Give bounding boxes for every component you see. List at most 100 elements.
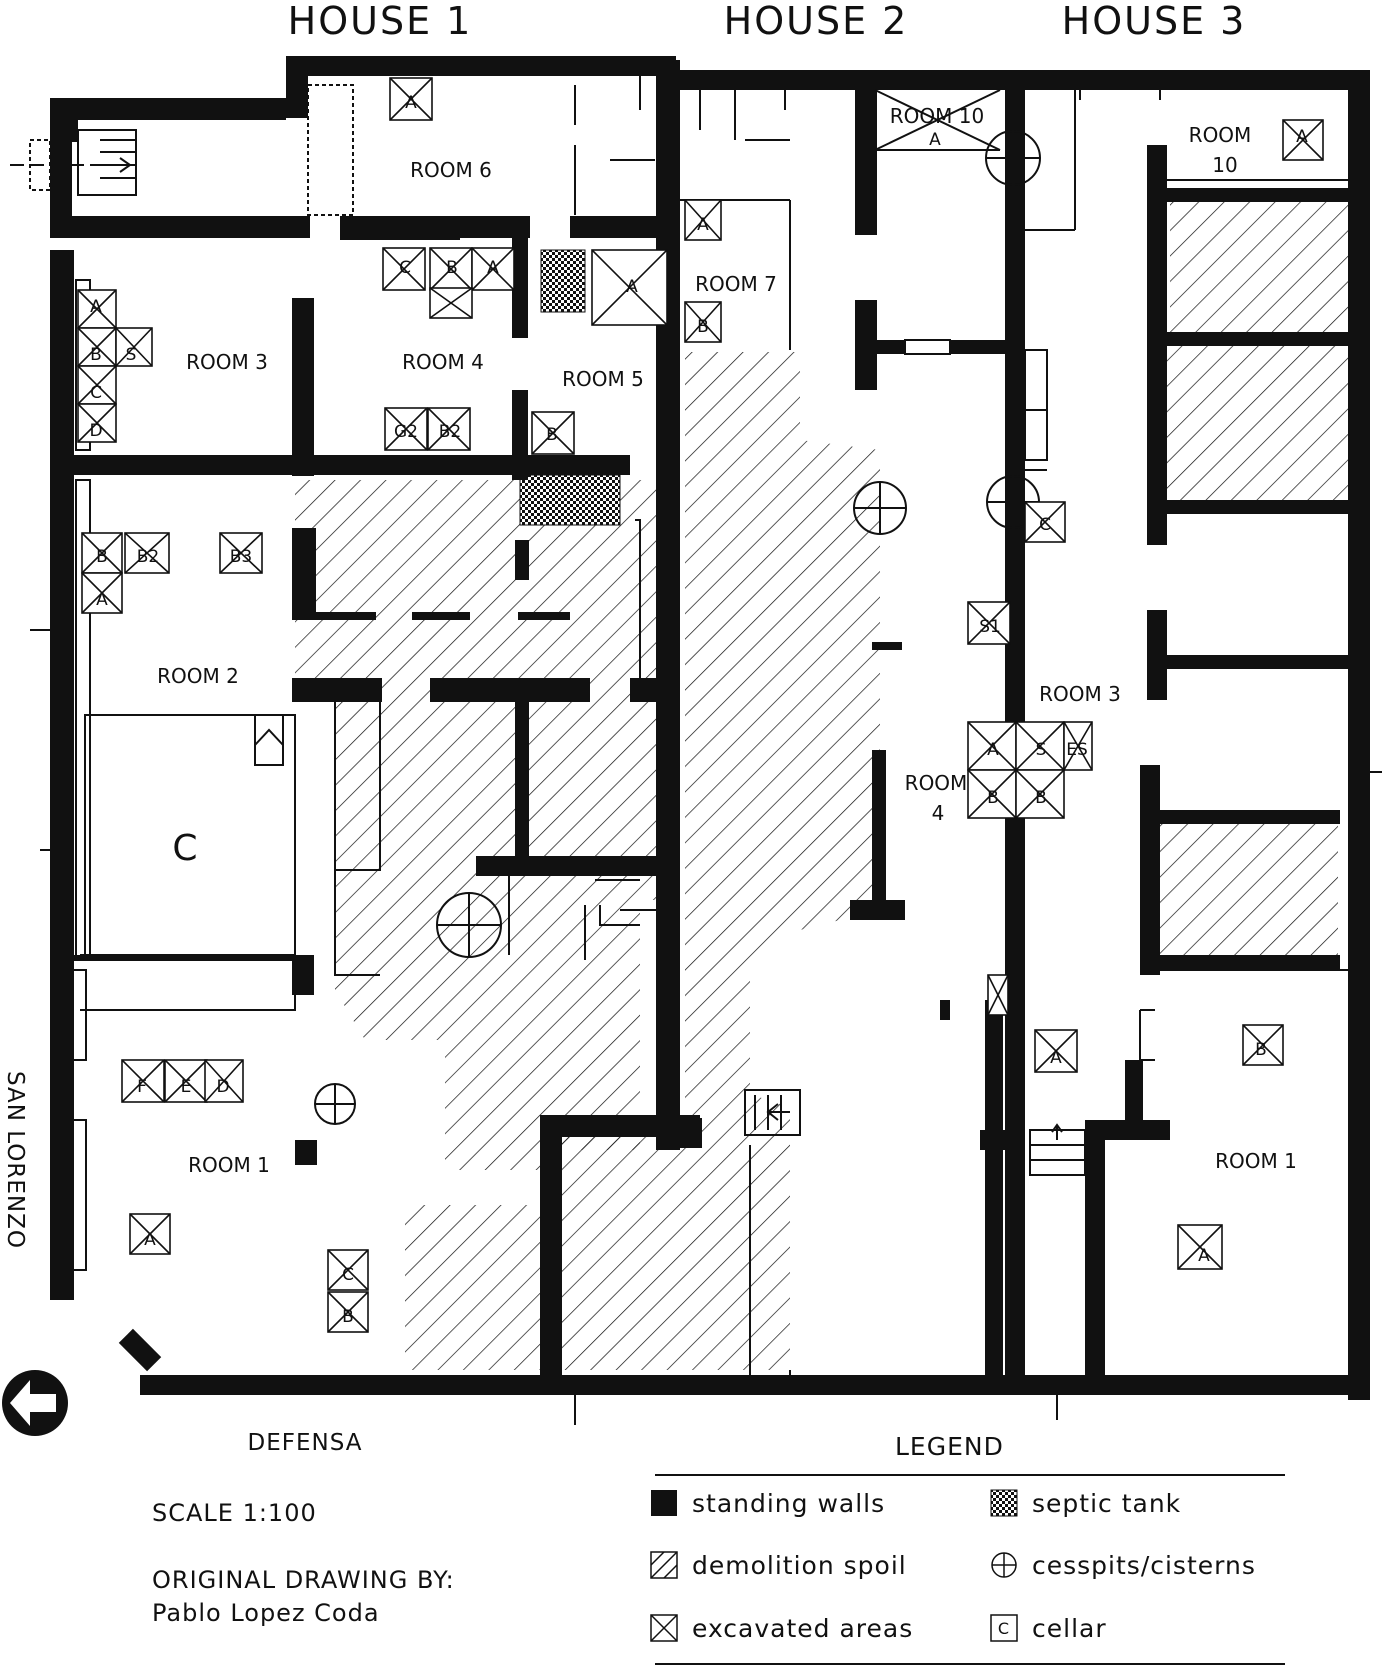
excavated-box — [327, 1249, 369, 1291]
code-r3-d: D — [89, 421, 102, 441]
excavated-areas — [77, 77, 1324, 1333]
code-r1-e: E — [181, 1077, 192, 1097]
code-r4-a: A — [487, 258, 499, 278]
house-1-title: HOUSE 1 — [288, 0, 473, 43]
code-r2-a: A — [96, 590, 108, 610]
room-label-h1-2: ROOM 2 — [157, 664, 239, 688]
excavated-box — [591, 249, 668, 326]
excavated-box — [1034, 1029, 1078, 1073]
excavated-box — [204, 1059, 244, 1103]
excavated-box — [684, 301, 722, 343]
excavated-box — [115, 327, 153, 367]
cellar-mark: C — [172, 828, 197, 869]
code-r4-b: B — [446, 258, 458, 278]
excavated-box — [471, 247, 515, 291]
excavated-box — [384, 407, 428, 451]
code-r1-c: C — [342, 1265, 354, 1285]
legend-item-septic-tank: septic tank — [990, 1486, 1181, 1520]
code-r1-b: B — [342, 1307, 354, 1327]
code-r2-b2: B2 — [137, 547, 159, 567]
room-label-h2-4-b: 4 — [932, 801, 945, 825]
excavated-box — [327, 1291, 369, 1333]
excavated-box — [531, 411, 575, 455]
room-label-h2-7: ROOM 7 — [695, 272, 777, 296]
svg-text:C: C — [998, 1619, 1010, 1638]
north-arrow-icon — [2, 1370, 68, 1436]
code-r4-c: C — [399, 258, 411, 278]
excavated-box — [81, 532, 123, 574]
legend-label-demolition-spoil: demolition spoil — [692, 1550, 907, 1580]
excavated-box — [389, 77, 433, 121]
excavated-box — [967, 601, 1011, 645]
code-r4-b2: B2 — [439, 422, 461, 442]
legend-top-rule — [655, 1474, 1285, 1476]
cesspits-cisterns — [314, 130, 1041, 1125]
code-r5-b: B — [546, 425, 558, 445]
house-2-title: HOUSE 2 — [724, 0, 909, 43]
septic-tank-areas — [519, 249, 621, 526]
room-label-h1-4: ROOM 4 — [402, 350, 484, 374]
excavated-box — [684, 199, 722, 241]
room-label-h3-1: ROOM 1 — [1215, 1149, 1297, 1173]
code-h2r10-a: A — [929, 130, 941, 150]
letter-c-square-icon: C — [990, 1614, 1018, 1642]
legend-label-cellar: cellar — [1032, 1613, 1107, 1643]
code-h2r4-b1: B — [987, 788, 999, 808]
excavated-box — [1282, 119, 1324, 161]
code-r4-g2: G2 — [394, 422, 418, 442]
room-label-h1-1: ROOM 1 — [188, 1153, 270, 1177]
code-h2r7-a: A — [697, 215, 709, 235]
crosshatch-square-icon — [990, 1489, 1018, 1517]
code-h3r1-a: A — [1198, 1246, 1210, 1266]
code-r1-a: A — [144, 1230, 156, 1250]
excavated-box — [429, 287, 473, 319]
circle-cross-icon — [991, 1552, 1017, 1578]
code-r5-a: A — [626, 277, 638, 297]
legend-label-excavated-areas: excavated areas — [692, 1613, 914, 1643]
code-r2-b: B — [96, 547, 108, 567]
legend-item-cesspits-cisterns: cesspits/cisterns — [990, 1548, 1256, 1582]
credit-line-1: ORIGINAL DRAWING BY: — [152, 1566, 455, 1594]
room-label-h1-5: ROOM 5 — [562, 367, 644, 391]
code-r1-d: D — [216, 1077, 229, 1097]
legend: LEGEND standing walls septic tank demoli… — [650, 1418, 1285, 1668]
code-r2-b3: B3 — [230, 547, 252, 567]
code-h2r4-es: ES — [1066, 740, 1088, 760]
code-r3-c: C — [90, 383, 102, 403]
code-h2r4-a1: A — [987, 740, 999, 760]
room-label-h1-6: ROOM 6 — [410, 158, 492, 182]
excavated-box — [382, 247, 426, 291]
legend-item-cellar: C cellar — [990, 1611, 1107, 1645]
excavated-box — [1242, 1024, 1284, 1066]
excavated-box — [121, 1059, 165, 1103]
room-label-h3-10-b: 10 — [1212, 153, 1237, 177]
legend-item-standing-walls: standing walls — [650, 1486, 885, 1520]
excavated-box — [164, 1059, 208, 1103]
code-h3r10-a: A — [1296, 127, 1308, 147]
legend-label-septic-tank: septic tank — [1032, 1488, 1182, 1518]
room-label-h3-10-a: ROOM — [1189, 123, 1252, 147]
excavated-box — [427, 407, 471, 451]
excavated-box — [77, 327, 117, 367]
excavated-box — [129, 1213, 171, 1255]
code-h2-a-low: A — [1050, 1048, 1062, 1068]
code-r3-s: S — [126, 345, 137, 365]
legend-label-cesspits-cisterns: cesspits/cisterns — [1032, 1550, 1256, 1580]
code-r3-b: B — [90, 345, 102, 365]
street-san-lorenzo: SAN LORENZO — [2, 1071, 28, 1249]
scale-note: SCALE 1:100 — [152, 1499, 317, 1527]
code-h2r7-b: B — [697, 317, 709, 337]
excavated-box — [987, 974, 1009, 1016]
excavated-box — [1024, 501, 1066, 543]
legend-bottom-rule — [655, 1663, 1285, 1665]
house-headings: HOUSE 1 HOUSE 2 HOUSE 3 — [288, 0, 1245, 43]
code-r6-a: A — [405, 93, 417, 113]
hatched-square-icon — [650, 1551, 678, 1579]
excavated-box — [77, 365, 117, 405]
excavated-box — [219, 532, 263, 574]
excavated-box — [124, 532, 170, 574]
code-r3-a: A — [90, 297, 102, 317]
excavated-box — [81, 572, 123, 614]
code-r1-f: F — [137, 1077, 147, 1097]
